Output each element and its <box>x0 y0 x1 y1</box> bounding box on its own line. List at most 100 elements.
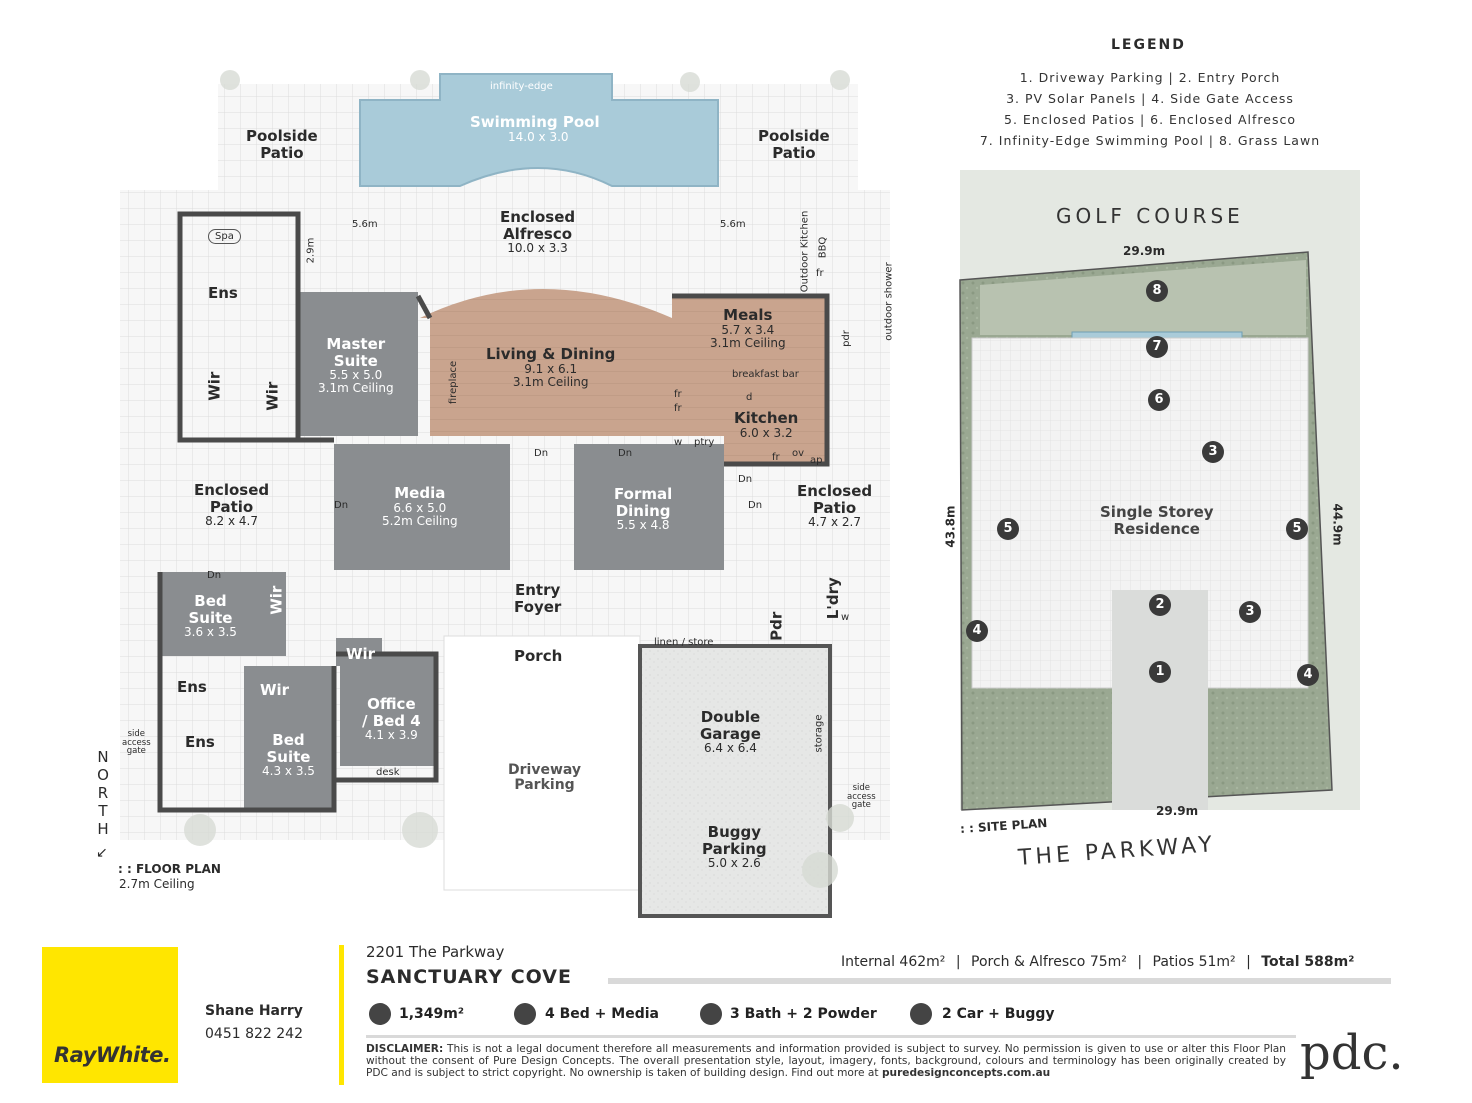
k-ov-label: ov <box>792 448 805 459</box>
area-summary: Internal 462m² | Porch & Alfresco 75m² |… <box>841 954 1354 970</box>
bbq-label: BBQ <box>817 236 829 259</box>
master-ceiling: 3.1m Ceiling <box>318 381 394 396</box>
office-line1: Office <box>367 695 416 713</box>
k-fr-label: fr <box>772 452 780 463</box>
buggy-dim: 5.0 x 2.6 <box>707 856 761 870</box>
ldry-w-label: w <box>841 612 850 623</box>
area-internal: Internal 462m² <box>841 954 946 970</box>
alfresco-dim: 10.0 x 3.3 <box>507 241 568 255</box>
living-name: Living & Dining <box>486 345 616 363</box>
dining-room <box>574 444 724 570</box>
media-dim: 6.6 x 5.0 <box>393 500 447 515</box>
site-marker-5b: 5 <box>1286 518 1308 540</box>
k-ap-label: ap <box>810 455 823 466</box>
w-label: w <box>674 437 683 448</box>
site-marker-4a: 4 <box>966 620 988 642</box>
legend-list: 1. Driveway Parking | 2. Entry Porch 3. … <box>950 67 1350 151</box>
media-room <box>334 444 510 570</box>
enclosed-patio-right-label: Enclosed Patio 4.7 x 2.7 <box>797 483 872 529</box>
dn-label-3: Dn <box>738 474 753 485</box>
garage-floor <box>638 644 832 918</box>
office-room <box>340 654 436 766</box>
footer-divider <box>339 945 344 1085</box>
floor-plan-title: : : FLOOR PLAN <box>118 862 221 876</box>
master-line2: Suite <box>333 351 378 370</box>
area-sep-2: | <box>1137 954 1143 970</box>
dn-label-4: Dn <box>748 500 763 511</box>
site-marker-2: 2 <box>1149 594 1171 616</box>
legend-line-2: 3. PV Solar Panels | 4. Side Gate Access <box>1006 91 1294 106</box>
gate-right-line2: access <box>847 791 876 802</box>
office-line2: / Bed 4 <box>362 711 421 730</box>
area-sep-3: | <box>1246 954 1251 970</box>
foyer-line2: Foyer <box>514 597 562 616</box>
land-size-icon <box>369 1003 391 1025</box>
alfresco-line1: Enclosed <box>500 208 576 226</box>
living-ceiling: 3.1m Ceiling <box>512 374 589 389</box>
car-icon <box>910 1003 932 1025</box>
master-room <box>300 292 418 436</box>
raywhite-logo-text: RayWhite. <box>54 1043 171 1067</box>
ptry-label: ptry <box>694 437 715 448</box>
disclaimer-url[interactable]: puredesignconcepts.com.au <box>881 1067 1051 1079</box>
disclaimer-text: This is not a legal document therefore a… <box>366 1043 1286 1079</box>
bed-count: 4 Bed + Media <box>545 1006 659 1022</box>
patio-right-line1: Enclosed <box>797 482 873 500</box>
pdr-mid-label: Pdr <box>767 611 786 641</box>
ldry-label: L'dry <box>823 577 842 620</box>
site-marker-1: 1 <box>1149 661 1171 683</box>
driveway-label: Driveway Parking <box>508 762 581 794</box>
dn-label-6: Dn <box>207 570 222 581</box>
pool-dim: 14.0 x 3.0 <box>508 130 569 144</box>
bath-count: 3 Bath + 2 Powder <box>730 1006 877 1022</box>
media-label: Media 6.6 x 5.0 5.2m Ceiling <box>382 485 458 528</box>
kitchen-floor <box>724 384 827 464</box>
living-floor <box>420 289 672 436</box>
outdoor-kitchen-label: Outdoor Kitchen <box>799 211 810 293</box>
footer-rule-bottom <box>366 1035 1296 1038</box>
buggy-label: Buggy Parking 5.0 x 2.6 <box>702 824 767 870</box>
driveway-floor <box>443 635 641 891</box>
side-gate-right-label: side access gate <box>847 784 876 810</box>
kitchen-d-label: d <box>746 392 753 403</box>
bed1-line1: Bed <box>194 592 227 610</box>
bed1-line2: Suite <box>188 608 233 627</box>
lawn-top <box>980 260 1306 335</box>
area-sep-1: | <box>955 954 961 970</box>
spa-label: Spa <box>208 229 241 244</box>
buggy-line2: Parking <box>702 839 767 858</box>
land-size: 1,349m² <box>399 1006 465 1022</box>
media-ceiling: 5.2m Ceiling <box>382 513 458 528</box>
bath-icon <box>700 1003 722 1025</box>
agent-phone[interactable]: 0451 822 242 <box>205 1026 303 1042</box>
site-dim-top: 29.9m <box>1123 244 1166 258</box>
dining-line1: Formal <box>614 485 673 503</box>
outdoor-kitchen-line2: Kitchen <box>799 210 811 249</box>
site-dim-bottom: 29.9m <box>1156 804 1199 818</box>
driveway-site <box>1112 590 1208 810</box>
ens-2-label: Ens <box>177 678 207 696</box>
buggy-line1: Buggy <box>707 823 762 841</box>
property-suburb: SANCTUARY COVE <box>366 966 572 988</box>
meals-label: Meals 5.7 x 3.4 3.1m Ceiling <box>710 307 786 350</box>
meals-dim: 5.7 x 3.4 <box>721 322 775 337</box>
floor-plan-ceiling: 2.7m Ceiling <box>119 877 195 891</box>
wir-office-label: Wir <box>346 645 376 663</box>
outdoor-shower-label: outdoor shower <box>884 262 895 340</box>
pool-shape <box>359 73 719 187</box>
office-dim: 4.1 x 3.9 <box>364 728 418 742</box>
garden-right <box>1212 695 1312 785</box>
poolside-left-line1: Poolside <box>246 127 318 145</box>
meals-name: Meals <box>723 306 773 324</box>
poolside-patio-right: Poolside Patio <box>758 128 830 161</box>
dining-dim: 5.5 x 4.8 <box>616 518 670 532</box>
side-gate-left-label: side access gate <box>122 730 151 756</box>
site-plan-graphic <box>959 170 1360 811</box>
wir-bed1-label: Wir <box>267 585 286 615</box>
driveway-line2: Parking <box>514 777 575 794</box>
pdr-top-label: pdr <box>840 330 852 347</box>
ens-3-label: Ens <box>185 733 215 751</box>
patio-left-line1: Enclosed <box>194 481 270 499</box>
poolside-right-line2: Patio <box>772 143 816 162</box>
storage-label: storage <box>813 714 825 753</box>
